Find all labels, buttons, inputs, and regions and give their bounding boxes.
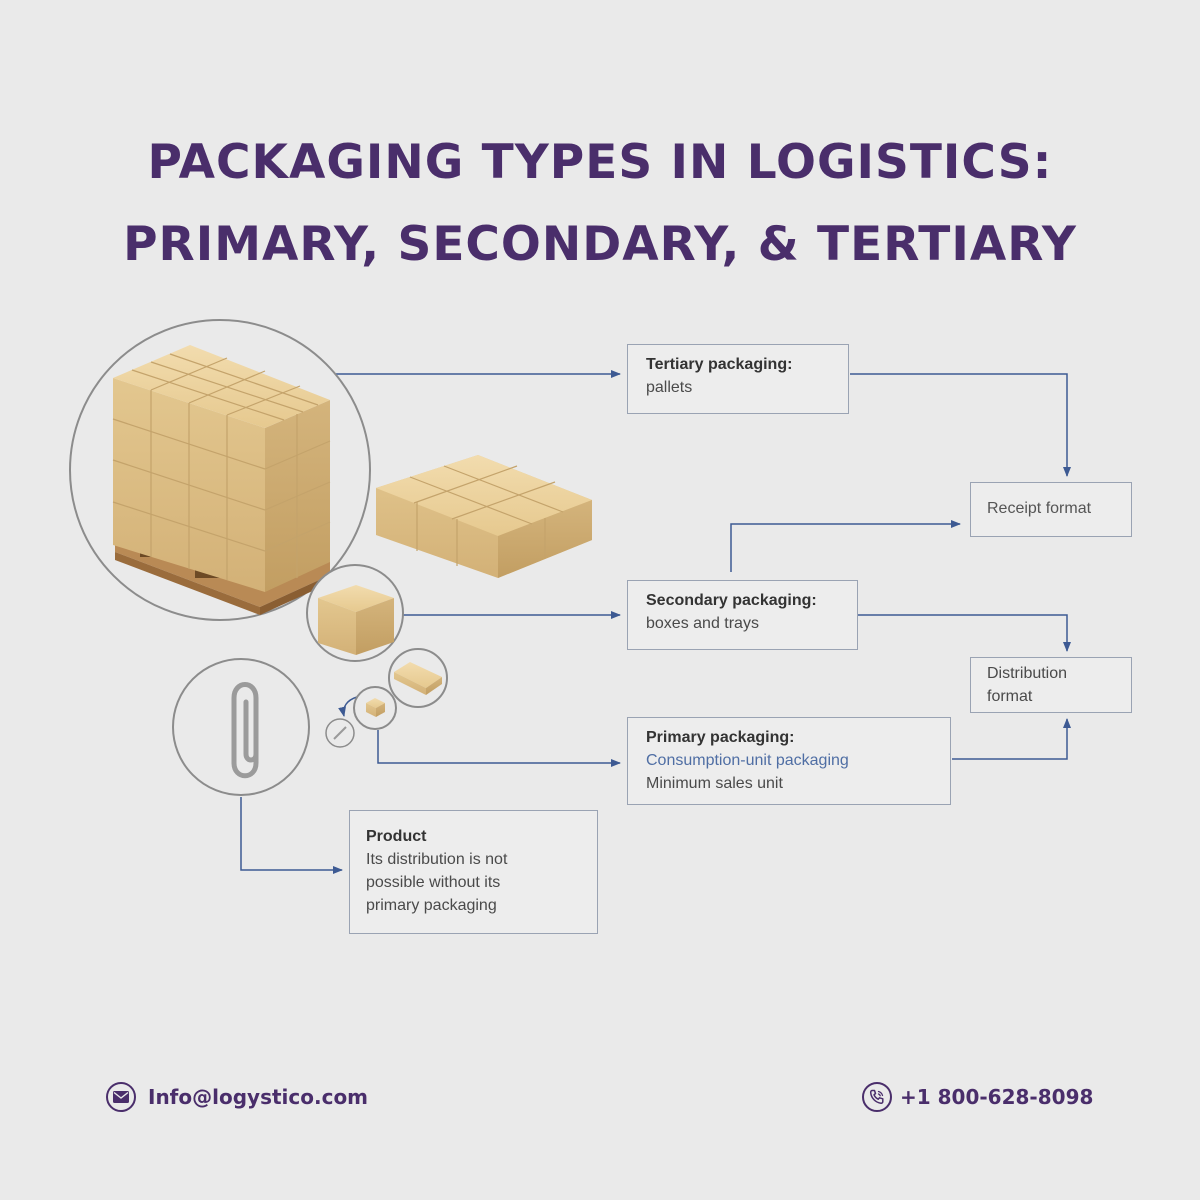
product-box: Product Its distribution is not possible… [349, 810, 598, 934]
tertiary-label: Tertiary packaging: [646, 356, 793, 373]
box-tray-image [376, 455, 592, 578]
receipt-label: Receipt format [987, 500, 1092, 517]
arrow-tertiary-to-receipt [850, 373, 1071, 477]
small-product-image [388, 648, 448, 708]
pallet-stack-image [69, 319, 371, 621]
tertiary-box: Tertiary packaging: pallets [627, 344, 849, 414]
primary-box: Primary packaging: Consumption-unit pack… [627, 717, 951, 805]
arrow-unit-to-primary [377, 730, 621, 767]
primary-desc-2: Minimum sales unit [646, 775, 783, 792]
product-label: Product [366, 828, 427, 845]
page-title: Packaging types in logistics: Primary, s… [0, 122, 1200, 286]
footer-email[interactable]: Info@logystico.com [106, 1080, 368, 1114]
paperclip-icon [172, 658, 310, 796]
distribution-line-1: Distribution [987, 665, 1068, 682]
arrow-unit-to-product [338, 696, 358, 717]
product-desc-3: primary packaging [366, 897, 497, 914]
arrow-secondary-to-distribution [858, 614, 1071, 652]
email-text[interactable]: Info@logystico.com [148, 1085, 369, 1109]
tertiary-desc: pallets [646, 379, 693, 396]
primary-desc-1: Consumption-unit packaging [646, 752, 849, 769]
phone-text[interactable]: +1 800-628-8098 [900, 1085, 1094, 1109]
product-desc-2: possible without its [366, 874, 501, 891]
connectors [240, 370, 1071, 874]
arrow-primary-to-distribution [952, 718, 1071, 760]
distribution-line-2: format [987, 688, 1033, 705]
arrow-secondary-to-receipt [730, 520, 961, 572]
phone-icon [862, 1082, 892, 1112]
title-line-1: Packaging types in logistics: [147, 135, 1053, 190]
mail-icon [106, 1082, 136, 1112]
secondary-label: Secondary packaging: [646, 592, 817, 609]
primary-label: Primary packaging: [646, 729, 795, 746]
receipt-box: Receipt format [970, 482, 1132, 537]
title-line-2: Primary, secondary, & tertiary [123, 217, 1077, 272]
footer-phone[interactable]: +1 800-628-8098 [862, 1080, 1093, 1114]
secondary-desc: boxes and trays [646, 615, 759, 632]
arrow-product-to-product-box [240, 797, 343, 874]
unit-box-image [353, 686, 397, 730]
product-desc-1: Its distribution is not [366, 851, 508, 868]
single-box-image [306, 564, 404, 662]
secondary-box: Secondary packaging: boxes and trays [627, 580, 858, 650]
tiny-paperclip-image [325, 718, 355, 748]
distribution-box: Distribution format [970, 657, 1132, 713]
